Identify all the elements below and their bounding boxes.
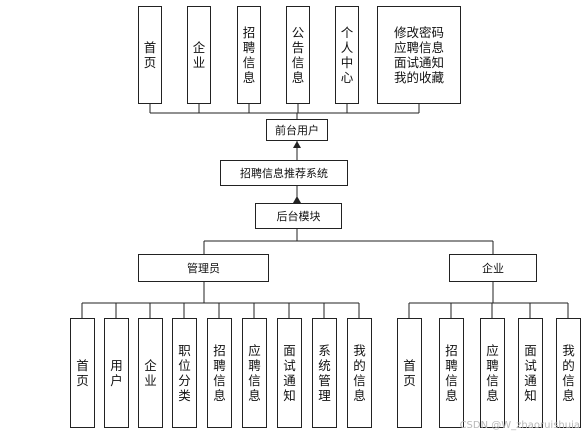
company-module-label: 首页: [403, 358, 416, 388]
admin-module-home: 首页: [70, 318, 95, 428]
admin-role-node: 管理员: [138, 254, 269, 282]
frontend-module-label: 招聘信息: [242, 25, 256, 85]
frontend-module-home: 首页: [138, 6, 162, 104]
admin-module-label: 职位分类: [178, 343, 191, 403]
frontend-module-job-info: 招聘信息: [237, 6, 261, 104]
frontend-module-personal-center: 个人中心: [335, 6, 359, 104]
company-module-my-info: 我的信息: [556, 318, 581, 428]
personal-center-items: 修改密码应聘信息面试通知我的收藏: [377, 6, 461, 104]
admin-module-label: 系统管理: [318, 343, 331, 403]
admin-module-label: 应聘信息: [248, 343, 261, 403]
frontend-module-company: 企业: [187, 6, 211, 104]
watermark-text: CSDN @W_zhaoruishuia: [459, 420, 580, 431]
admin-module-job-info: 招聘信息: [207, 318, 232, 428]
admin-module-label: 招聘信息: [213, 343, 226, 403]
admin-module-applications: 应聘信息: [242, 318, 267, 428]
company-module-label: 面试通知: [524, 343, 537, 403]
admin-module-label: 用户: [110, 358, 123, 388]
frontend-module-announcements: 公告信息: [286, 6, 310, 104]
frontend-users-node: 前台用户: [266, 119, 328, 141]
personal-center-items-label: 修改密码应聘信息面试通知我的收藏: [393, 25, 444, 85]
frontend-module-label: 首页: [143, 40, 157, 70]
admin-module-label: 首页: [76, 358, 89, 388]
company-module-applications: 应聘信息: [480, 318, 505, 428]
frontend-module-label: 公告信息: [291, 25, 305, 85]
company-module-job-info: 招聘信息: [439, 318, 464, 428]
admin-module-companies: 企业: [138, 318, 163, 428]
admin-module-label: 我的信息: [353, 343, 366, 403]
company-module-label: 应聘信息: [486, 343, 499, 403]
admin-module-interview-notices: 面试通知: [277, 318, 302, 428]
company-module-label: 我的信息: [562, 343, 575, 403]
admin-module-users: 用户: [104, 318, 129, 428]
frontend-module-label: 企业: [192, 40, 206, 70]
system-root-node: 招聘信息推荐系统: [220, 160, 348, 186]
admin-module-system-management: 系统管理: [312, 318, 337, 428]
admin-module-label: 面试通知: [283, 343, 296, 403]
company-role-node: 企业: [449, 254, 537, 282]
company-module-interview-notices: 面试通知: [518, 318, 543, 428]
admin-module-job-categories: 职位分类: [172, 318, 197, 428]
company-module-label: 招聘信息: [445, 343, 458, 403]
admin-module-my-info: 我的信息: [347, 318, 372, 428]
frontend-module-label: 个人中心: [340, 25, 354, 85]
admin-module-label: 企业: [144, 358, 157, 388]
company-module-home: 首页: [397, 318, 422, 428]
arrow-head-icon: [293, 141, 301, 148]
arrow-head-icon: [293, 196, 301, 203]
backend-modules-node: 后台模块: [255, 203, 342, 229]
